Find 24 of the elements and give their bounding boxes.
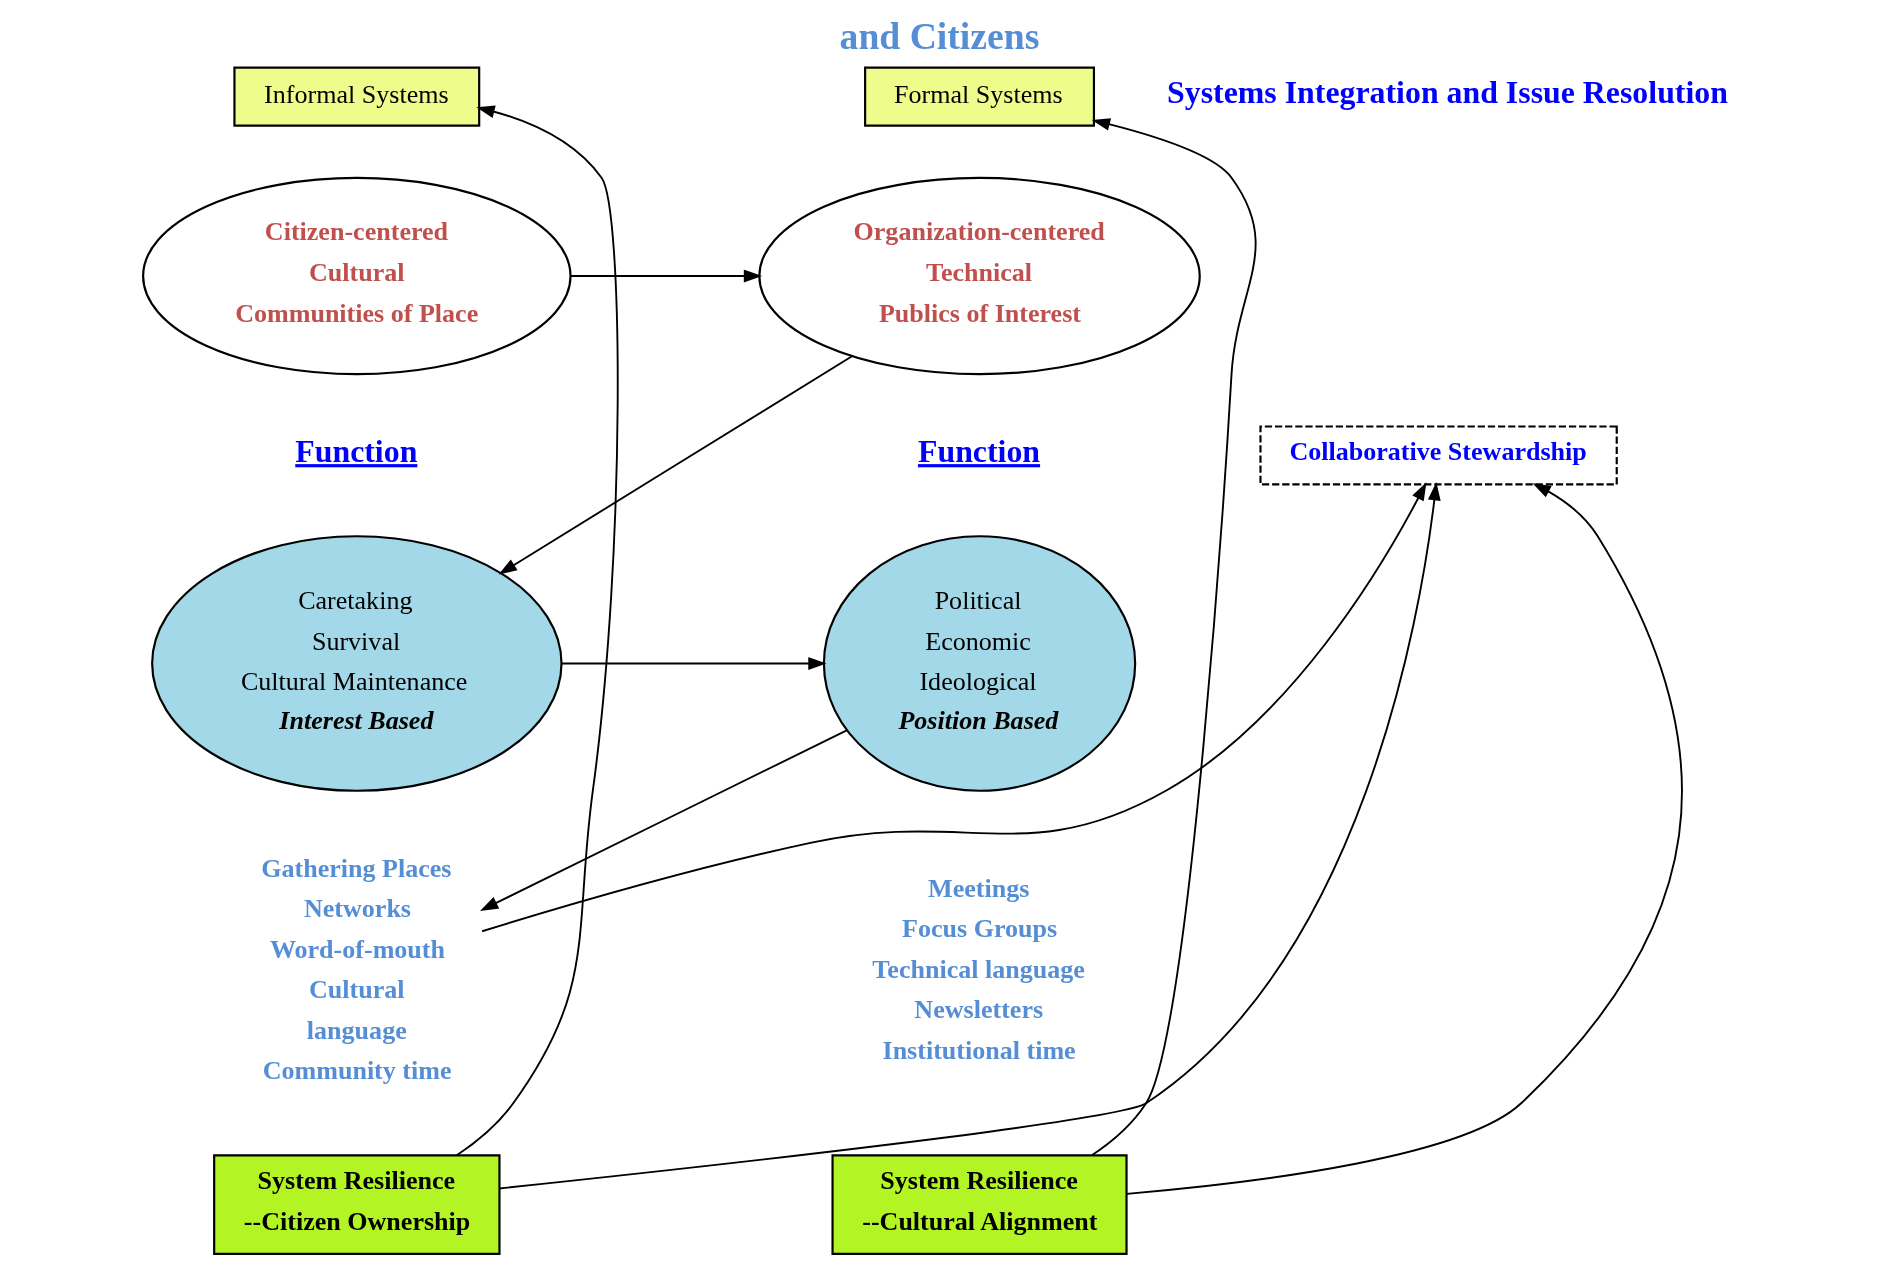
diagram-title: and Citizens <box>839 14 1040 57</box>
node-text: Meetings Focus Groups Technical language Newsletters Institutional time <box>872 873 1085 1065</box>
node-ellipse: Organization-centered Technical Publics of Interest <box>758 176 1201 376</box>
arrow <box>498 482 1441 1190</box>
arrow <box>498 355 853 575</box>
arrow <box>560 657 827 670</box>
node-ellipse: Citizen-centered Cultural Communities of Place <box>142 176 572 376</box>
node-box: System Resilience --Citizen Ownership <box>213 1154 501 1255</box>
node-box: System Resilience --Cultural Alignment <box>831 1154 1128 1255</box>
label: Systems Integration and Issue Resolution <box>1167 75 1728 111</box>
node-box: Formal Systems <box>864 66 1096 127</box>
label: Function <box>917 434 1041 470</box>
node-ellipse: Caretaking Survival Cultural Maintenance Interest Based <box>151 535 563 792</box>
arrow <box>481 482 1427 933</box>
arrow <box>569 269 763 283</box>
arrow <box>1090 118 1257 1157</box>
label: Function <box>295 434 418 470</box>
node-box: Collaborative Stewardship <box>1259 425 1618 486</box>
node-text: Gathering Places Networks Word-of-mouth Cultural language Community time <box>261 853 452 1086</box>
node-box: Informal Systems <box>233 66 481 127</box>
arrow <box>1125 483 1683 1195</box>
arrow <box>480 729 848 911</box>
arrow <box>455 105 619 1157</box>
node-ellipse: Political Economic Ideological Position Based <box>822 535 1137 792</box>
